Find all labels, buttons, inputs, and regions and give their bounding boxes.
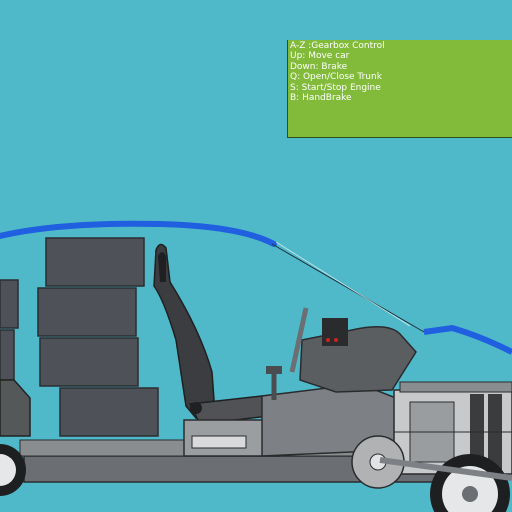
control-hint-trunk: Q: Open/Close Trunk — [290, 72, 382, 83]
controls-help-panel: A-Z :Gearbox Control Up: Move car Down: … — [287, 40, 512, 138]
engine-bay — [393, 381, 512, 475]
windshield-line-2 — [275, 241, 411, 327]
control-hint-move: Up: Move car — [290, 51, 350, 62]
car-roof-line — [0, 220, 277, 247]
control-hint-gearbox: A-Z :Gearbox Control — [290, 41, 385, 51]
car-hood-line — [423, 324, 512, 355]
tire-block — [37, 287, 137, 337]
windshield-line — [271, 243, 425, 333]
tire-block — [45, 237, 145, 287]
rear-wheel — [0, 444, 26, 496]
control-hint-engine: S: Start/Stop Engine — [290, 82, 381, 93]
tire-stack — [0, 237, 159, 437]
tire-block — [0, 329, 15, 381]
suspension — [351, 435, 512, 489]
tire-block — [0, 279, 19, 329]
front-wheel — [430, 454, 510, 512]
tire-block — [59, 387, 159, 437]
tire-block — [39, 337, 139, 387]
control-hint-brake: Down: Brake — [290, 61, 348, 72]
control-hint-handbrake: B: HandBrake — [290, 93, 352, 104]
